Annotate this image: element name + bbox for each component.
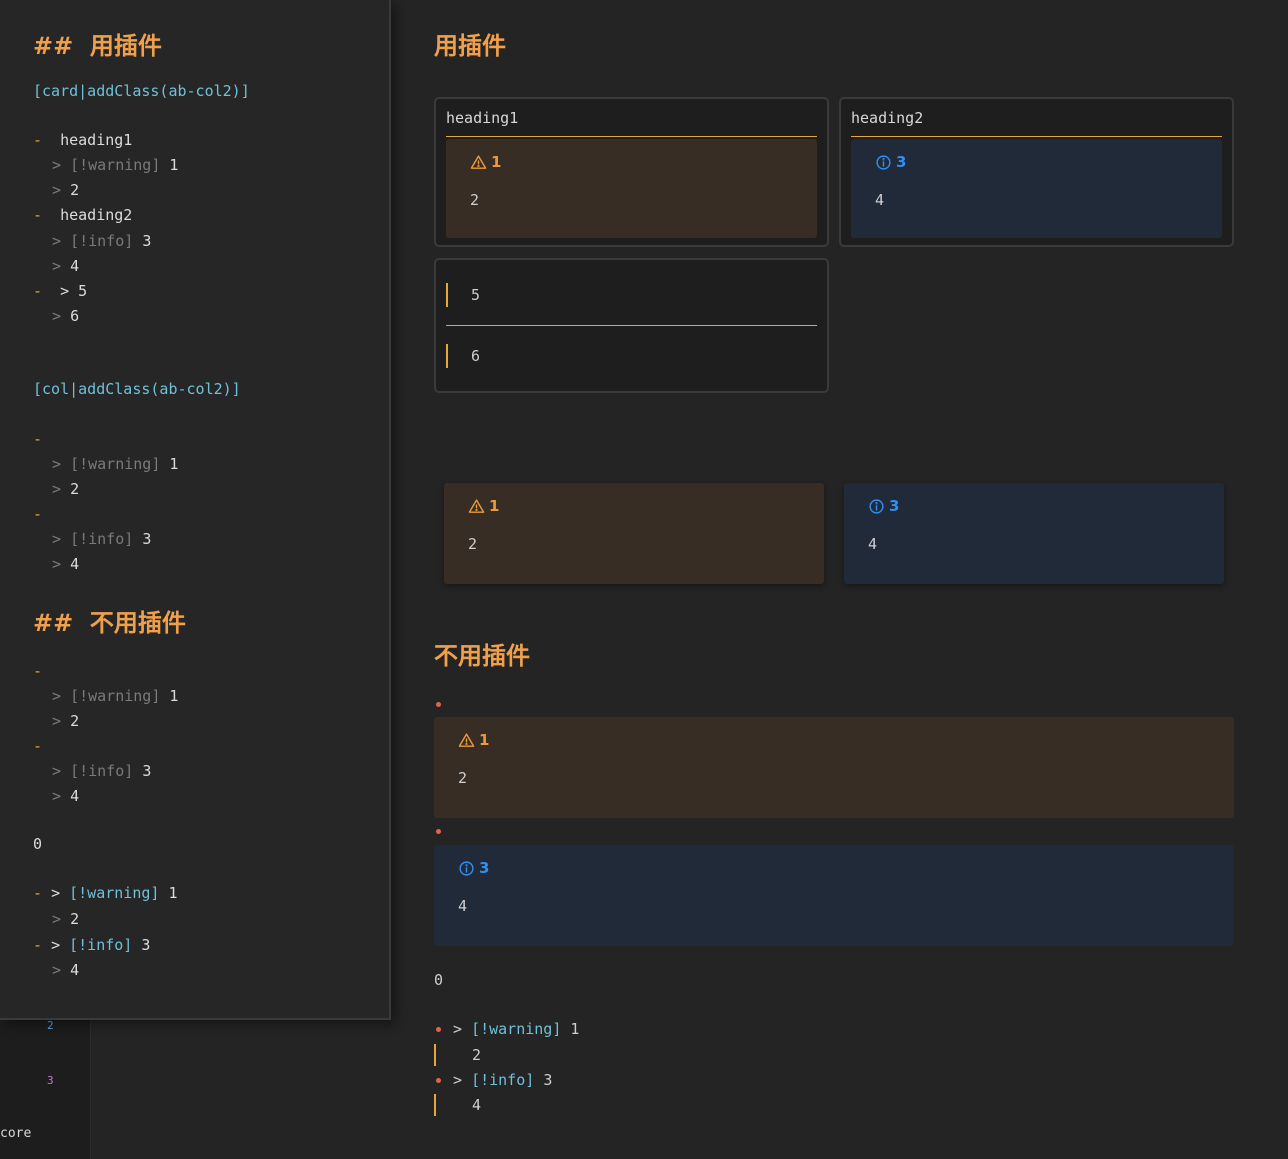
source-list-item: - > [!info] 3 — [33, 936, 151, 954]
line-number: 2 — [47, 1019, 54, 1032]
source-quote-line: > [!warning] 1 — [52, 156, 179, 174]
source-quote-line: > [!info] 3 — [52, 762, 152, 780]
callout-title: 3 — [458, 859, 489, 877]
warning-triangle-icon — [470, 154, 487, 171]
source-list-item: - — [33, 430, 43, 448]
list-item-text: > [!info] 3 — [453, 1071, 553, 1089]
callout-body: 4 — [868, 535, 878, 553]
source-card-code: [card|addClass(ab-col2)] — [33, 82, 250, 100]
card-heading1: heading1 1 2 — [434, 97, 829, 247]
source-list-item: - — [33, 737, 43, 755]
callout-title: 3 — [868, 497, 899, 515]
warning-callout: 1 2 — [446, 139, 817, 238]
source-quote-line: > 4 — [52, 787, 80, 805]
info-callout: 3 4 — [851, 139, 1222, 238]
quote-bar — [434, 1044, 436, 1066]
line-number: 3 — [47, 1074, 54, 1087]
source-quote-line: > 2 — [52, 181, 80, 199]
card-heading: heading1 — [446, 109, 519, 127]
info-circle-icon — [458, 860, 475, 877]
quote-text: 2 — [472, 1046, 482, 1064]
info-callout: 3 4 — [434, 845, 1234, 946]
warning-triangle-icon — [468, 498, 485, 515]
source-quote-line: > [!info] 3 — [52, 530, 152, 548]
source-quote-line: > 4 — [52, 257, 80, 275]
source-quote-line: > [!warning] 1 — [52, 687, 179, 705]
callout-title: 1 — [458, 731, 489, 749]
paragraph-zero: 0 — [434, 971, 444, 989]
preview-heading-use-plugin: 用插件 — [434, 32, 506, 60]
preview-heading-no-plugin: 不用插件 — [434, 642, 530, 670]
callout-body: 2 — [468, 535, 478, 553]
list-bullet — [436, 702, 441, 707]
list-bullet — [436, 829, 441, 834]
warning-triangle-icon — [458, 732, 475, 749]
info-circle-icon — [875, 154, 892, 171]
source-list-item: - > 5 — [33, 282, 88, 300]
quote-bar — [434, 1094, 436, 1116]
callout-title: 1 — [468, 497, 499, 515]
callout-body: 4 — [875, 191, 885, 209]
warning-callout: 1 2 — [434, 717, 1234, 818]
info-callout: 3 4 — [844, 483, 1224, 584]
card-divider — [851, 136, 1222, 137]
callout-body: 2 — [458, 769, 468, 787]
source-quote-line: > 4 — [52, 961, 80, 979]
card-heading2: heading2 3 4 — [839, 97, 1234, 247]
source-quote-line: > [!info] 3 — [52, 232, 152, 250]
list-item-text: > [!warning] 1 — [453, 1020, 580, 1038]
source-zero-line: 0 — [33, 835, 43, 853]
source-list-item: - — [33, 505, 43, 523]
list-bullet — [436, 1027, 441, 1032]
source-quote-line: > 2 — [52, 480, 80, 498]
callout-body: 4 — [458, 897, 468, 915]
line-number-gutter — [0, 1018, 91, 1159]
card-divider — [446, 325, 817, 326]
quote-text: 4 — [472, 1096, 482, 1114]
source-list-item: - heading2 — [33, 206, 133, 224]
markdown-editor-pane[interactable]: ## 用插件 [card|addClass(ab-col2)] - headin… — [0, 0, 391, 1020]
list-bullet — [436, 1078, 441, 1083]
warning-callout: 1 2 — [444, 483, 824, 584]
quote-bar — [446, 344, 448, 368]
source-quote-line: > 6 — [52, 307, 80, 325]
source-quote-line: > 2 — [52, 910, 80, 928]
quote-text: 5 — [471, 286, 481, 304]
source-quote-line: > [!warning] 1 — [52, 455, 179, 473]
quote-bar — [446, 283, 448, 307]
source-quote-line: > 2 — [52, 712, 80, 730]
core-label: core — [0, 1126, 32, 1141]
source-list-item: - heading1 — [33, 131, 133, 149]
card-divider — [446, 136, 817, 137]
info-circle-icon — [868, 498, 885, 515]
source-list-item: - — [33, 662, 43, 680]
source-list-item: - > [!warning] 1 — [33, 884, 178, 902]
callout-title: 3 — [875, 153, 906, 171]
source-heading-no-plugin: ## 不用插件 — [33, 609, 186, 637]
card-heading: heading2 — [851, 109, 924, 127]
card-quotes: 5 6 — [434, 258, 829, 393]
source-heading-use-plugin: ## 用插件 — [33, 32, 162, 60]
quote-text: 6 — [471, 347, 481, 365]
callout-body: 2 — [470, 191, 480, 209]
source-col-code: [col|addClass(ab-col2)] — [33, 380, 241, 398]
callout-title: 1 — [470, 153, 501, 171]
source-quote-line: > 4 — [52, 555, 80, 573]
